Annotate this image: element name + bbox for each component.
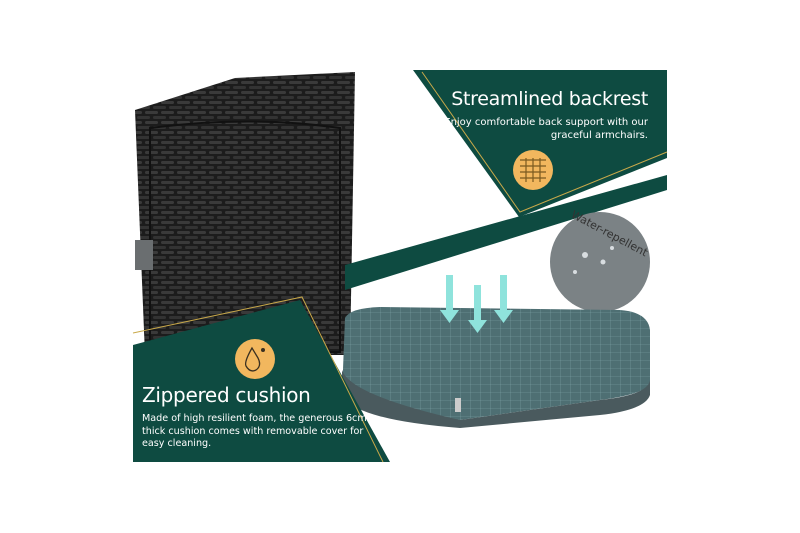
cushion-panel xyxy=(132,296,390,463)
cushion-title: Zippered cushion xyxy=(142,383,311,407)
backrest-description: Enjoy comfortable back support with our … xyxy=(444,117,648,141)
backrest-panel xyxy=(413,70,668,217)
backrest-title: Streamlined backrest xyxy=(451,88,648,110)
water-repellent-swatch xyxy=(550,212,650,312)
pressure-arrows-icon xyxy=(440,275,513,333)
armchair-image xyxy=(135,72,355,355)
cushion-image xyxy=(342,307,650,428)
cushion-description: Made of high resilient foam, the generou… xyxy=(142,413,367,449)
diagonal-band xyxy=(345,175,667,290)
wicker-weave-icon xyxy=(513,150,553,190)
water-drop-icon xyxy=(235,339,275,379)
